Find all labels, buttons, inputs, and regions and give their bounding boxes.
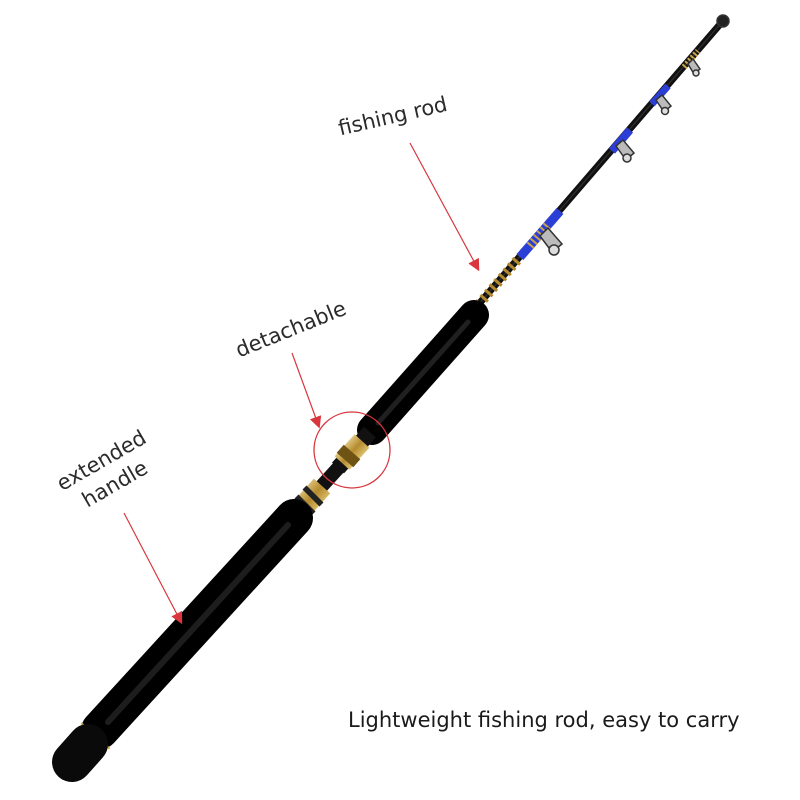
- ferrule-joint: [314, 426, 376, 493]
- arrow-detachable: [291, 352, 322, 429]
- arrow-extended-handle: [123, 512, 183, 625]
- joint-highlight-circle: [313, 411, 391, 489]
- product-caption: Lightweight fishing rod, easy to carry: [348, 708, 740, 732]
- thread-wraps: [470, 49, 701, 314]
- butt-cap: [52, 724, 108, 782]
- rod-guides: [539, 14, 730, 256]
- arrow-fishing-rod: [409, 142, 480, 272]
